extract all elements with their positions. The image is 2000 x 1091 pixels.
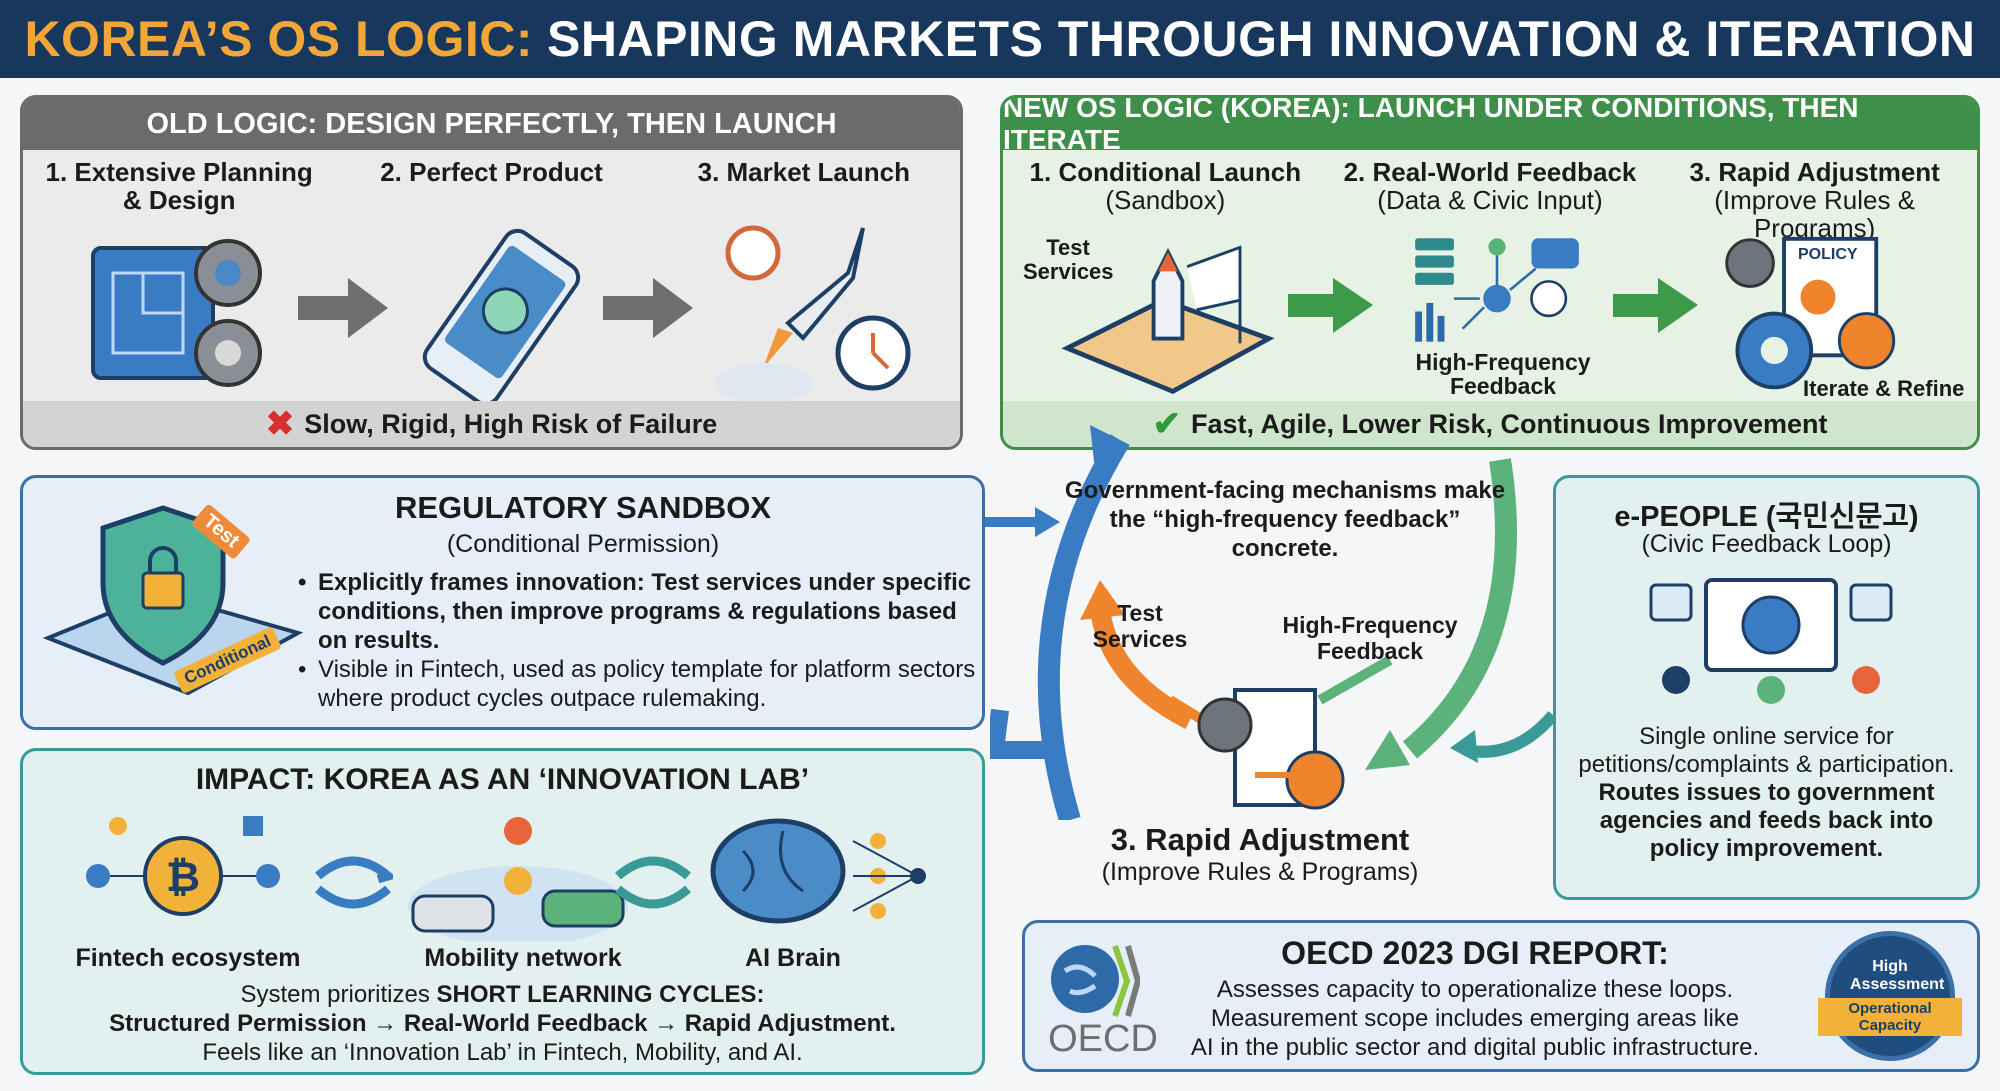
- sandbox-bullet: Visible in Fintech, used as policy templ…: [298, 655, 978, 713]
- ai-brain-label: AI Brain: [745, 944, 841, 972]
- cycle-arrows-icon: [615, 856, 691, 909]
- blue-cycle-arrow: [1037, 434, 1130, 820]
- new-step-1-sub: (Sandbox): [1105, 185, 1226, 215]
- old-step-3: 3. Market Launch: [697, 157, 911, 187]
- cycle-caption: Government-facing mechanisms make the “h…: [1064, 477, 1506, 562]
- arrow-right-icon: [1613, 278, 1698, 333]
- badge-ribbon-text: Operational Capacity: [1818, 998, 1962, 1036]
- new-logic-footer-text: Fast, Agile, Lower Risk, Continuous Impr…: [1190, 408, 1828, 439]
- policy-gears-icon: [1197, 688, 1345, 810]
- arrow-from-epeople-icon: [1450, 711, 1555, 763]
- new-step-2: 2. Real-World Feedback: [1343, 157, 1637, 187]
- title-main: SHAPING MARKETS THROUGH INNOVATION & ITE…: [547, 11, 1976, 67]
- new-logic-panel: NEW OS LOGIC (KOREA): LAUNCH UNDER CONDI…: [1000, 95, 1980, 450]
- civic-network-icon: [1649, 578, 1893, 704]
- oecd-panel: OECD OECD 2023 DGI REPORT: Assesses capa…: [1022, 920, 1980, 1072]
- epeople-title: e-PEOPLE (국민신문고): [1614, 501, 1919, 533]
- impact-line3: Feels like an ‘Innovation Lab’ in Fintec…: [202, 1039, 803, 1066]
- arrow-into-sandbox-icon: [985, 507, 1060, 537]
- old-logic-footer-text: Slow, Rigid, High Risk of Failure: [304, 408, 718, 439]
- mobility-city-icon: [408, 817, 628, 941]
- ai-brain-icon: [710, 818, 926, 924]
- oecd-line: Assesses capacity to operationalize thes…: [1216, 976, 1734, 1003]
- oecd-line: AI in the public sector and digital publ…: [1190, 1034, 1760, 1061]
- high-frequency-note: High-Frequency Feedback: [1415, 349, 1591, 399]
- check-mark-icon: ✔: [1152, 405, 1181, 443]
- sandbox-bullet: Explicitly frames innovation: Test servi…: [298, 568, 978, 655]
- old-step-2: 2. Perfect Product: [380, 157, 603, 187]
- old-step-1: 1. Extensive Planning & Design: [45, 157, 313, 215]
- policy-doc-label: POLICY: [1798, 246, 1858, 263]
- impact-line1-bold: SHORT LEARNING CYCLES:: [436, 981, 765, 1008]
- arrow-right-icon: [1288, 278, 1373, 333]
- page-title: KOREA’S OS LOGIC: SHAPING MARKETS THROUG…: [0, 0, 2000, 78]
- old-logic-footer: ✖ Slow, Rigid, High Risk of Failure: [23, 401, 960, 447]
- epeople-panel: e-PEOPLE (국민신문고) (Civic Feedback Loop) S…: [1553, 475, 1980, 900]
- epeople-text: Single online service for petitions/comp…: [1578, 723, 1955, 778]
- impact-title: IMPACT: KOREA AS AN ‘INNOVATION LAB’: [195, 763, 810, 796]
- shield-lock-icon: [42, 505, 304, 696]
- cycle-bottom-sub: (Improve Rules & Programs): [1101, 858, 1419, 886]
- impact-line2: Structured Permission → Real-World Feedb…: [109, 1010, 896, 1037]
- oecd-line: Measurement scope includes emerging area…: [1210, 1005, 1740, 1032]
- sandbox-title: REGULATORY SANDBOX: [394, 490, 772, 525]
- cycle-test-services-label: Test Services: [1092, 600, 1188, 652]
- blueprint-gears-icon: [91, 239, 262, 387]
- rocket-launch-icon: [713, 225, 911, 403]
- iterate-refine-note: Iterate & Refine: [1803, 376, 1965, 401]
- test-services-note: Test Services: [1023, 235, 1114, 284]
- arrow-right-icon: [298, 278, 388, 338]
- badge-top-text: High Assessment: [1850, 958, 1945, 993]
- oecd-logo: [1051, 945, 1140, 1017]
- green-cycle-arrow: [1402, 458, 1517, 759]
- cycle-arrows-icon: [315, 856, 393, 909]
- mobility-label: Mobility network: [424, 944, 622, 972]
- new-step-2-sub: (Data & Civic Input): [1377, 185, 1603, 215]
- epeople-bold: Routes issues to government agencies and…: [1598, 779, 1935, 862]
- new-step-1: 1. Conditional Launch: [1029, 157, 1302, 187]
- old-logic-header: OLD LOGIC: DESIGN PERFECTLY, THEN LAUNCH: [23, 98, 960, 150]
- new-logic-header: NEW OS LOGIC (KOREA): LAUNCH UNDER CONDI…: [1003, 98, 1977, 155]
- policy-gears-icon: [1725, 236, 1896, 390]
- sandbox-rocket-icon: [1061, 245, 1275, 395]
- arrow-right-icon: [603, 278, 693, 338]
- svg-text:₿: ₿: [166, 853, 200, 900]
- new-step-3: 3. Rapid Adjustment: [1689, 157, 1940, 187]
- oecd-logo-text: OECD: [1048, 1018, 1158, 1060]
- old-logic-panel: OLD LOGIC: DESIGN PERFECTLY, THEN LAUNCH…: [20, 95, 963, 450]
- data-feedback-network-icon: [1415, 238, 1579, 342]
- epeople-subtitle: (Civic Feedback Loop): [1641, 530, 1892, 558]
- fintech-label: Fintech ecosystem: [75, 944, 301, 972]
- smartphone-icon: [422, 228, 581, 406]
- title-accent: KOREA’S OS LOGIC:: [24, 11, 533, 67]
- impact-line1-pre: System prioritizes: [240, 981, 437, 1008]
- x-mark-icon: ✖: [265, 405, 295, 443]
- impact-panel: IMPACT: KOREA AS AN ‘INNOVATION LAB’ ₿ F…: [20, 748, 985, 1075]
- assessment-badge: High Assessment Operational Capacity: [1818, 931, 1962, 1061]
- regulatory-sandbox-panel: Test Conditional REGULATORY SANDBOX (Con…: [20, 475, 985, 730]
- oecd-title: OECD 2023 DGI REPORT:: [1281, 935, 1669, 971]
- cycle-bottom-title: 3. Rapid Adjustment: [1110, 822, 1410, 857]
- bitcoin-network-icon: ₿: [86, 816, 280, 916]
- cycle-feedback-label: High-Frequency Feedback: [1282, 612, 1458, 664]
- orange-cycle-arrow: [1090, 608, 1195, 729]
- sandbox-subtitle: (Conditional Permission): [446, 530, 720, 558]
- new-logic-footer: ✔ Fast, Agile, Lower Risk, Continuous Imp…: [1003, 401, 1977, 447]
